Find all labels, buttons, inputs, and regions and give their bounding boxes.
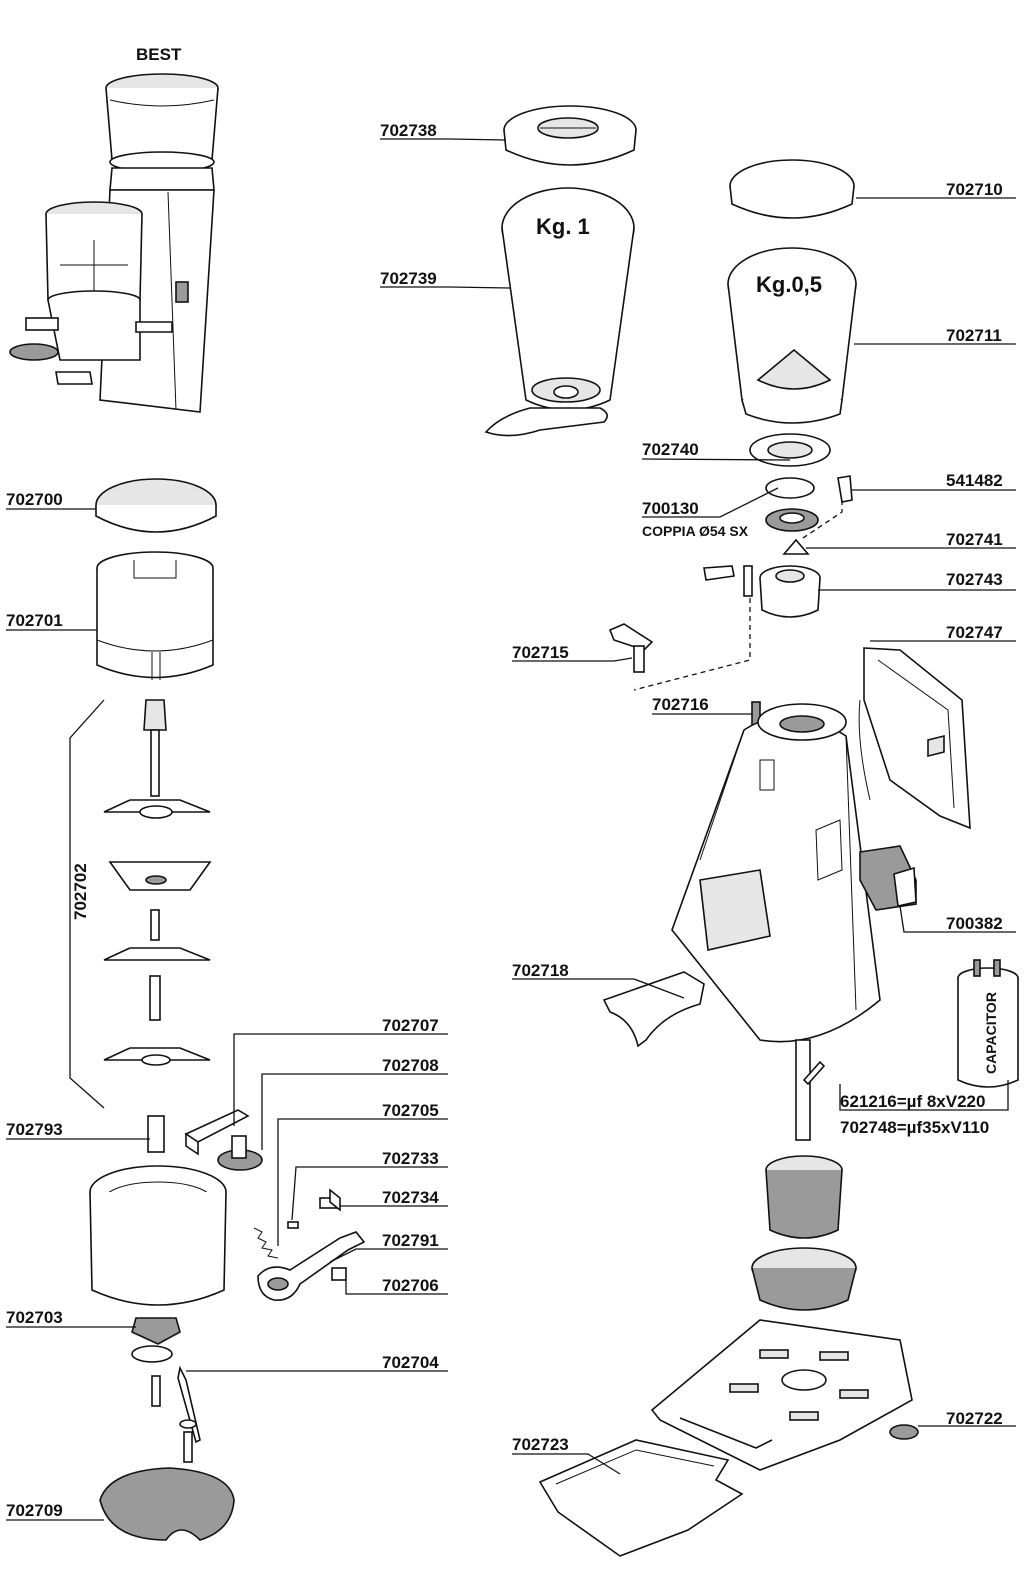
part-702706-screw [331,1267,347,1281]
label-700382: 700382 [946,914,1003,933]
part-702703-knob [131,1317,181,1363]
label-702718: 702718 [512,961,569,980]
label-702716: 702716 [652,695,709,714]
label-702710: 702710 [946,180,1003,199]
label-702741: 702741 [946,530,1003,549]
label-702738: 702738 [380,121,437,140]
part-702734-screw [319,1188,341,1212]
part-541482-screw [837,475,853,503]
part-700130-burr-pair [765,477,819,532]
grinder-overview-illustration: BEST [9,45,219,413]
part-702791-lever [257,1231,366,1301]
label-702704: 702704 [382,1353,439,1372]
label-702702: 702702 [71,863,90,920]
label-702722: 702722 [946,1409,1003,1428]
label-702707: 702707 [382,1016,439,1035]
label-541482: 541482 [946,471,1003,490]
part-702723-drip-tray [538,1439,744,1557]
part-702710-hopper-lid [729,159,855,219]
part-702747-side-cover [858,647,971,830]
label-702708: 702708 [382,1056,439,1075]
label-702703: 702703 [6,1308,63,1327]
part-702705-spring [253,1227,279,1259]
part-702718-body [602,703,881,1048]
label-702701: 702701 [6,611,63,630]
part-number-labels: 702738 702739 702710 702711 702740 54148… [6,121,1003,1520]
hopper-capacity-1kg: Kg. 1 [536,214,590,239]
hopper-capacity-05kg: Kg.0,5 [756,272,822,297]
part-702739-hopper-1kg: Kg. 1 [484,187,635,437]
part-700382-switch [859,845,917,911]
part-702793-bushing [147,1115,165,1153]
part-702722-foot [889,1424,919,1440]
part-adjust-screw [703,565,753,597]
label-702700: 702700 [6,490,63,509]
part-702715-lever [608,623,654,673]
part-base-plate [650,1319,913,1471]
label-702709: 702709 [6,1501,63,1520]
label-621216: 621216=µf 8xV220 [840,1092,985,1111]
product-name-label: BEST [136,45,182,64]
label-702705: 702705 [382,1101,439,1120]
capacitor-label: CAPACITOR [983,992,999,1074]
part-702700-lid [95,478,217,533]
label-702740: 702740 [642,440,699,459]
leader-lines [6,138,1016,1521]
label-700130: 700130 [642,499,699,518]
label-702748: 702748=µf35xV110 [840,1118,989,1137]
part-702711-hopper-05kg: Kg.0,5 [727,247,857,424]
part-702704-fasteners [151,1365,201,1463]
label-702739: 702739 [380,269,437,288]
label-700130-note: COPPIA Ø54 SX [642,523,749,539]
label-702706: 702706 [382,1276,439,1295]
part-702733-pin [287,1221,299,1229]
part-702702-doser-assembly [69,699,212,1109]
part-702743-burr-carrier [759,565,821,618]
label-702723: 702723 [512,1435,569,1454]
label-702793: 702793 [6,1120,63,1139]
part-702701-doser-ring [96,551,214,680]
label-702711: 702711 [946,326,1002,345]
part-702740-burr-holder [749,433,831,467]
part-702738-hopper-lid [503,105,637,166]
part-702708-knob [217,1135,263,1171]
label-702791: 702791 [382,1231,439,1250]
label-702743: 702743 [946,570,1003,589]
part-doser-cup [89,1165,227,1306]
label-702733: 702733 [382,1149,439,1168]
part-702741-cone [782,538,810,555]
part-702709-base-disc [99,1467,235,1541]
part-capacitor: CAPACITOR [957,959,1019,1088]
part-motor-assembly [751,1039,857,1311]
part-702707-block [184,1109,250,1156]
label-702734: 702734 [382,1188,439,1207]
label-702715: 702715 [512,643,569,662]
label-702747: 702747 [946,623,1003,642]
